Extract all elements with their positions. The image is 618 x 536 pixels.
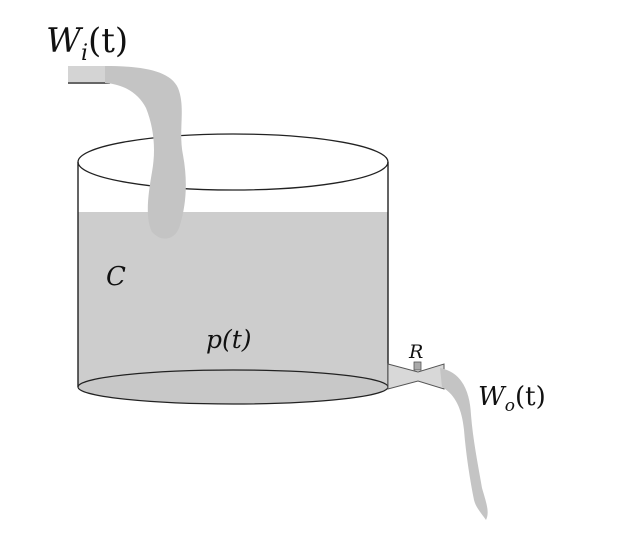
inflow-stream (105, 66, 186, 239)
inflow-symbol: W (46, 21, 84, 61)
inflow-label: Wi(t) (46, 21, 128, 66)
liquid-body (78, 212, 388, 404)
inflow-argument: (t) (88, 21, 128, 61)
valve (387, 363, 445, 390)
outflow-symbol: W (478, 382, 507, 412)
inflow-subscript: i (81, 41, 88, 66)
capacitance-label: C (106, 262, 126, 292)
inflow-pipe (68, 66, 110, 82)
outflow-label: Wo(t) (478, 382, 546, 416)
outflow-argument: (t) (515, 382, 546, 412)
outflow-stream (440, 368, 488, 520)
tank-bottom-ellipse (77, 369, 389, 405)
pressure-label: p(t) (206, 325, 252, 354)
tank-top-ellipse (77, 133, 389, 191)
resistance-label: R (408, 341, 423, 363)
outflow-subscript: o (505, 396, 515, 416)
valve-knob (413, 361, 422, 371)
